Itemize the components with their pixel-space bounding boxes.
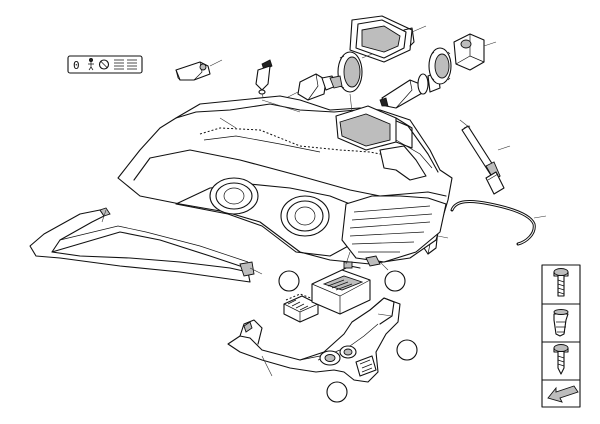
arrow-icon — [547, 385, 579, 403]
projector-lens-left — [209, 177, 259, 215]
screw-icon — [553, 344, 569, 375]
turn-signal-section — [341, 195, 447, 263]
callout-circle — [278, 270, 300, 292]
headlight-housing — [117, 93, 453, 271]
callout-circle — [396, 339, 418, 361]
mounting-bracket — [227, 297, 401, 383]
round-bulb-cap — [337, 51, 373, 93]
main-bulb — [285, 73, 343, 101]
retaining-ring — [428, 47, 452, 85]
callout-circle — [384, 270, 406, 292]
lower-trim-strip — [29, 207, 263, 283]
warning-label-panel: 0 — [67, 55, 143, 74]
light-beam-icon — [114, 59, 137, 70]
prohibition-icon — [98, 59, 110, 70]
xenon-control-unit — [311, 251, 371, 315]
fastener-legend — [541, 264, 581, 408]
seal-strip — [450, 200, 547, 246]
igniter-unit — [453, 33, 497, 71]
small-bulb — [255, 59, 273, 101]
turn-signal-bulb — [459, 119, 511, 195]
bolt-icon — [553, 268, 569, 297]
headlight-cover-cap — [349, 15, 427, 63]
bulb-socket-connector — [175, 59, 223, 81]
control-unit-small — [283, 293, 319, 323]
label-panel-text: 0 — [73, 59, 80, 72]
projector-lens-right — [280, 195, 330, 237]
person-icon — [88, 58, 94, 71]
expanding-nut-icon — [553, 309, 569, 337]
callout-circle — [326, 381, 348, 403]
